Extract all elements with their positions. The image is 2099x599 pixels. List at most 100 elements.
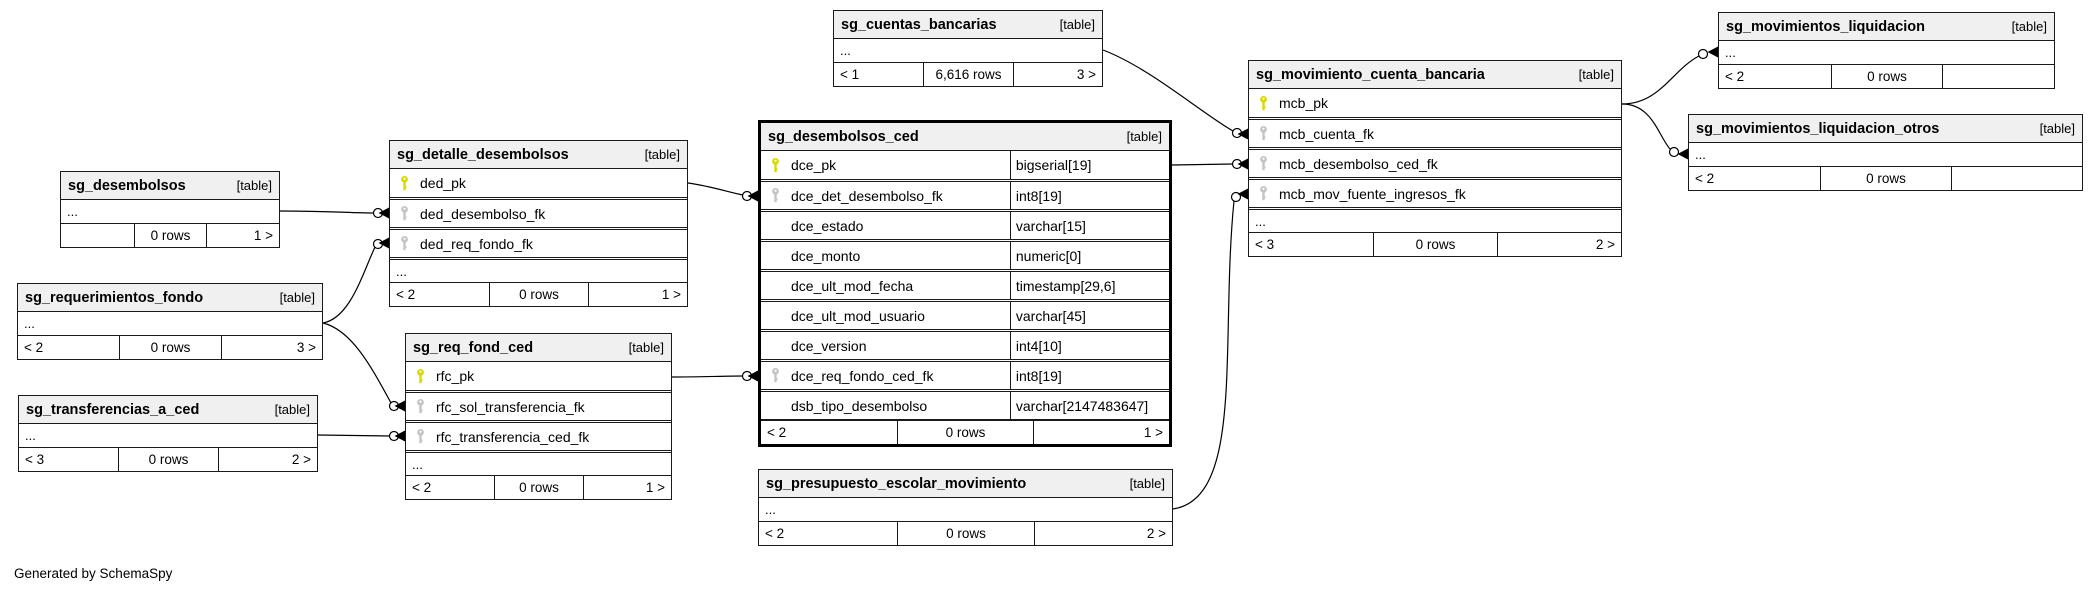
relationship-sg_movimiento_cuenta_bancaria.mcb_pk-to-sg_movimientos_liquidacion: [1621, 46, 1718, 105]
foreign-key-arrowhead: [1677, 148, 1688, 160]
column-type: varchar[45]: [1009, 302, 1169, 329]
column-name-cell: ded_req_fondo_fk: [390, 230, 687, 257]
table-header-sg_presupuesto_escolar_movimiento[interactable]: sg_presupuesto_escolar_movimiento[table]: [759, 470, 1172, 498]
table-header-sg_cuentas_bancarias[interactable]: sg_cuentas_bancarias[table]: [834, 11, 1102, 39]
column-name: mcb_mov_fuente_ingresos_fk: [1279, 185, 1466, 202]
more-columns-ellipsis: ...: [765, 502, 776, 517]
column-name-cell: mcb_cuenta_fk: [1249, 120, 1621, 147]
row-count: 0 rows: [119, 336, 220, 359]
related-in-count: < 2: [412, 480, 432, 495]
relationship-line: [317, 434, 391, 437]
more-columns-ellipsis: ...: [24, 316, 35, 331]
more-columns-ellipsis: ...: [390, 259, 687, 282]
related-in-count: < 3: [1255, 237, 1275, 252]
table-name[interactable]: sg_requerimientos_fondo: [25, 289, 204, 306]
table-name[interactable]: sg_movimientos_liquidacion_otros: [1696, 120, 1940, 137]
column-name: dce_pk: [791, 157, 837, 173]
related-out-count: 2 >: [217, 448, 317, 471]
relationship-line: [279, 210, 374, 214]
table-header-sg_req_fond_ced[interactable]: sg_req_fond_ced [table]: [406, 334, 671, 362]
table-name[interactable]: sg_desembolsos: [68, 177, 186, 194]
table-type-tag: [table]: [628, 340, 664, 355]
row-count: 6,616 rows: [923, 63, 1012, 86]
zero-or-more-dot: [372, 238, 384, 250]
foreign-key-arrowhead: [394, 400, 405, 412]
zero-or-more-dot: [1231, 127, 1243, 139]
related-out-count: 3 >: [220, 336, 322, 359]
related-out-count: 1 >: [206, 224, 279, 247]
zero-or-more-dot: [741, 370, 753, 382]
table-name[interactable]: sg_detalle_desembolsos: [397, 146, 569, 163]
table-type-tag: [table]: [2039, 121, 2075, 136]
more-columns-ellipsis: ...: [1695, 147, 1706, 162]
table-name[interactable]: sg_presupuesto_escolar_movimiento: [766, 475, 1027, 492]
table-header-sg_detalle_desembolsos[interactable]: sg_detalle_desembolsos[table]: [390, 141, 687, 169]
foreign-key-arrowhead: [1707, 46, 1718, 58]
column-name: ded_desembolso_fk: [420, 205, 546, 222]
zero-or-more-dot: [741, 190, 753, 202]
table-type-tag: [table]: [236, 178, 272, 193]
foreign-key-arrowhead: [378, 207, 389, 219]
table-header-sg_desembolsos_ced[interactable]: sg_desembolsos_ced[table]: [761, 123, 1169, 151]
related-in-count: < 2: [396, 287, 416, 302]
relationship-sg_requerimientos_fondo-to-sg_detalle_desembolsos.ded_req_fondo_fk: [322, 237, 389, 324]
column-name-cell: dce_pk: [761, 151, 1010, 179]
table-header-sg_movimientos_liquidacion_otros[interactable]: sg_movimientos_liquidacion_otros [table]: [1689, 115, 2082, 143]
table-name[interactable]: sg_movimiento_cuenta_bancaria: [1256, 66, 1485, 83]
column-name: mcb_desembolso_ced_fk: [1279, 155, 1438, 172]
column-name: rfc_transferencia_ced_fk: [436, 428, 590, 445]
table-header-sg_movimiento_cuenta_bancaria[interactable]: sg_movimiento_cuenta_bancaria [table]: [1249, 61, 1621, 89]
column-name-cell: rfc_transferencia_ced_fk: [406, 423, 671, 450]
column-type: int8[19]: [1009, 362, 1169, 389]
more-columns-ellipsis: ...: [406, 452, 671, 475]
column-name: dsb_tipo_desembolso: [791, 397, 928, 414]
foreign-key-icon: [1259, 126, 1267, 141]
zero-or-more-dot: [388, 400, 400, 412]
primary-key-icon-wrap: [767, 157, 783, 174]
row-count: 0 rows: [897, 421, 1033, 444]
table-header-sg_movimientos_liquidacion[interactable]: sg_movimientos_liquidacion[table]: [1719, 13, 2054, 41]
related-out-count: 2 >: [1034, 522, 1172, 545]
table-name[interactable]: sg_cuentas_bancarias: [841, 16, 997, 33]
column-row-ded_pk: ded_pk: [390, 169, 687, 198]
foreign-key-icon-wrap: [412, 428, 428, 445]
more-columns-ellipsis: ...: [67, 204, 78, 219]
foreign-key-arrowhead: [394, 430, 405, 442]
table-name[interactable]: sg_transferencias_a_ced: [26, 401, 200, 418]
table-header-sg_requerimientos_fondo[interactable]: sg_requerimientos_fondo[table]: [18, 284, 322, 312]
table-name[interactable]: sg_movimientos_liquidacion: [1726, 18, 1926, 35]
column-name: dce_ult_mod_usuario: [791, 307, 925, 324]
column-name: mcb_cuenta_fk: [1279, 125, 1374, 142]
table-sg_movimientos_liquidacion_otros: sg_movimientos_liquidacion_otros [table].…: [1688, 114, 2083, 191]
column-name-cell: mcb_desembolso_ced_fk: [1249, 150, 1621, 177]
column-type: timestamp[29,6]: [1009, 272, 1169, 299]
generated-by-label: Generated by SchemaSpy: [14, 566, 173, 581]
related-in-count: < 2: [767, 425, 787, 440]
column-name: mcb_pk: [1279, 95, 1329, 111]
table-type-tag: [table]: [1578, 67, 1614, 82]
relationship-sg_requerimientos_fondo-to-sg_req_fond_ced.rfc_sol_transferencia_fk: [322, 322, 405, 412]
column-row-rfc_pk: rfc_pk: [406, 362, 671, 391]
table-header-sg_desembolsos[interactable]: sg_desembolsos [table]: [61, 172, 279, 200]
foreign-key-icon-wrap: [1255, 155, 1271, 172]
relationship-sg_detalle_desembolsos.ded_pk-to-sg_desembolsos_ced.dce_det_desembolso_fk: [687, 182, 758, 202]
relationship-line: [1171, 163, 1234, 166]
column-type: varchar[15]: [1009, 212, 1169, 239]
foreign-key-icon-wrap: [1255, 185, 1271, 202]
zero-or-more-dot: [1230, 191, 1242, 203]
table-sg_detalle_desembolsos: sg_detalle_desembolsos[table]ded_pk ded_d…: [389, 140, 688, 307]
table-name[interactable]: sg_req_fond_ced: [413, 339, 534, 356]
column-name-cell: ded_desembolso_fk: [390, 200, 687, 227]
related-out-count: 1 >: [1033, 421, 1169, 444]
table-header-sg_transferencias_a_ced[interactable]: sg_transferencias_a_ced[table]: [19, 396, 317, 424]
table-name[interactable]: sg_desembolsos_ced: [768, 128, 919, 145]
